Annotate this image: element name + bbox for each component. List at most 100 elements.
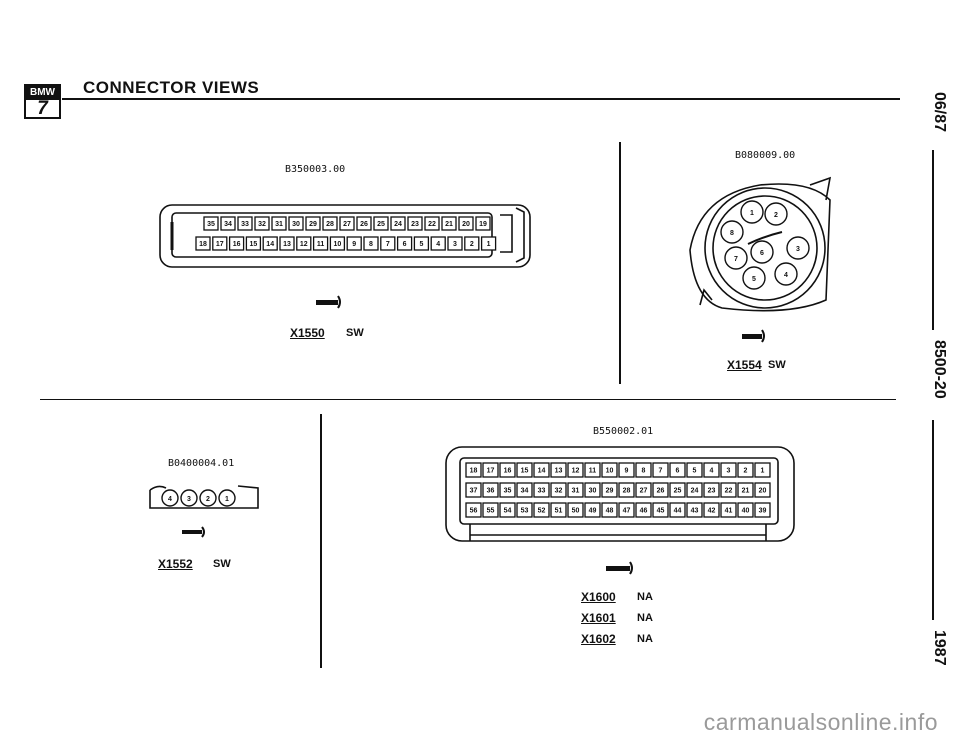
- x1550-pin-19-label: 19: [479, 221, 487, 228]
- x1552-housing: [149, 485, 259, 509]
- x1550-pin-6-label: 6: [403, 241, 407, 248]
- x1552-pin-4: 4: [161, 489, 179, 507]
- x1600-pin-40: 40: [737, 502, 754, 518]
- x1554-pin-4-label: 4: [784, 272, 788, 279]
- x1550-pin-26: 26: [356, 216, 372, 231]
- x1600-pin-5-label: 5: [693, 468, 697, 475]
- x1550-label: X1550: [290, 326, 325, 340]
- x1550-pin-25-label: 25: [377, 221, 385, 228]
- x1550-pin-19: 19: [475, 216, 491, 231]
- x1550-pin-16-label: 16: [233, 241, 241, 248]
- x1600-pin-24: 24: [686, 482, 703, 498]
- x1554-pin-4: 4: [774, 262, 798, 286]
- x1600-color: NA: [637, 591, 653, 603]
- x1550-ref-code: B350003.00: [285, 164, 346, 175]
- x1600-pin-56: 56: [465, 502, 482, 518]
- x1550-pin-23: 23: [407, 216, 423, 231]
- x1550-pin-23-label: 23: [411, 221, 419, 228]
- x1554-pin-5: 5: [742, 266, 766, 290]
- x1600-pin-31: 31: [567, 482, 584, 498]
- x1550-housing: [159, 204, 531, 268]
- x1550-pin-14: 14: [262, 236, 278, 251]
- x1600-pin-45: 45: [652, 502, 669, 518]
- x1600-pin-13-label: 13: [555, 468, 563, 475]
- x1600-pin-8-label: 8: [642, 468, 646, 475]
- x1550-pin-3-label: 3: [453, 241, 457, 248]
- x1600-ref-code: B550002.01: [593, 426, 654, 437]
- x1550-pin-14-label: 14: [266, 241, 274, 248]
- side-rule-top: [932, 150, 934, 330]
- x1550-pin-17: 17: [212, 236, 228, 251]
- x1600-pin-41: 41: [720, 502, 737, 518]
- x1550-pin-15-label: 15: [250, 241, 258, 248]
- x1550-pin-8: 8: [363, 236, 379, 251]
- x1550-arrow-icon: [316, 295, 341, 309]
- x1600-pin-30: 30: [584, 482, 601, 498]
- x1600-pin-11-label: 11: [589, 468, 597, 475]
- x1600-pin-54-label: 54: [504, 508, 512, 515]
- x1550-pin-26-label: 26: [360, 221, 368, 228]
- x1600-pin-55: 55: [482, 502, 499, 518]
- x1600-pin-21: 21: [737, 482, 754, 498]
- x1600-pin-2: 2: [737, 462, 754, 478]
- divider-top-vertical: [619, 142, 621, 384]
- x1600-pin-9: 9: [618, 462, 635, 478]
- x1550-pin-34: 34: [220, 216, 236, 231]
- x1600-pin-49-label: 49: [589, 508, 597, 515]
- x1600-pin-42: 42: [703, 502, 720, 518]
- x1600-pin-27: 27: [635, 482, 652, 498]
- x1550-pin-5-label: 5: [419, 241, 423, 248]
- x1550-pin-33: 33: [237, 216, 253, 231]
- x1602-color: NA: [637, 633, 653, 645]
- x1550-pin-31-label: 31: [275, 221, 283, 228]
- x1550-pin-15: 15: [245, 236, 262, 251]
- x1550-pin-2: 2: [464, 236, 480, 251]
- x1550-pin-22-label: 22: [428, 221, 436, 228]
- x1600-pin-49: 49: [584, 502, 601, 518]
- x1550-pin-31: 31: [271, 216, 287, 231]
- x1600-pin-36-label: 36: [487, 488, 495, 495]
- x1550-pin-22: 22: [424, 216, 440, 231]
- x1600-pin-2-label: 2: [744, 468, 748, 475]
- divider-bottom-vertical: [320, 414, 322, 668]
- x1600-pin-48-label: 48: [606, 508, 614, 515]
- x1600-pin-17: 17: [482, 462, 499, 478]
- x1600-pin-3-label: 3: [727, 468, 731, 475]
- page-title: CONNECTOR VIEWS: [83, 78, 260, 97]
- x1600-pin-46-label: 46: [640, 508, 648, 515]
- x1600-pin-54: 54: [499, 502, 516, 518]
- x1600-pin-39-label: 39: [759, 508, 767, 515]
- x1600-pin-31-label: 31: [572, 488, 580, 495]
- x1550-pin-9: 9: [346, 236, 362, 251]
- x1600-pin-15-label: 15: [521, 468, 529, 475]
- x1550-pin-34-label: 34: [224, 221, 232, 228]
- x1550-pin-30: 30: [288, 216, 304, 231]
- x1554-color: SW: [768, 359, 786, 371]
- x1600-pin-40-label: 40: [742, 508, 750, 515]
- x1600-pin-26: 26: [652, 482, 669, 498]
- x1600-pin-20: 20: [754, 482, 771, 498]
- x1600-pin-39: 39: [754, 502, 771, 518]
- x1600-pin-44-label: 44: [674, 508, 682, 515]
- x1550-pin-18: 18: [195, 236, 211, 251]
- x1600-pin-29-label: 29: [606, 488, 614, 495]
- x1550-pin-4: 4: [430, 236, 446, 251]
- divider-horizontal: [40, 399, 896, 400]
- x1550-pin-21-label: 21: [445, 221, 453, 228]
- x1600-pin-45-label: 45: [657, 508, 665, 515]
- x1550-pin-10-label: 10: [334, 241, 342, 248]
- x1550-pin-29: 29: [305, 216, 321, 231]
- x1600-pin-16: 16: [499, 462, 516, 478]
- x1550-pin-5: 5: [413, 236, 430, 251]
- x1600-pin-55-label: 55: [487, 508, 495, 515]
- x1554-arrow-icon: [742, 329, 765, 343]
- x1552-pin-4-label: 4: [168, 496, 172, 503]
- x1550-pin-24-label: 24: [394, 221, 402, 228]
- x1552-pin-3-label: 3: [187, 496, 191, 503]
- x1600-pin-27-label: 27: [640, 488, 648, 495]
- x1600-pin-32-label: 32: [555, 488, 563, 495]
- x1550-pin-11: 11: [312, 236, 329, 251]
- x1600-pin-42-label: 42: [708, 508, 716, 515]
- x1552-pin-2: 2: [199, 489, 217, 507]
